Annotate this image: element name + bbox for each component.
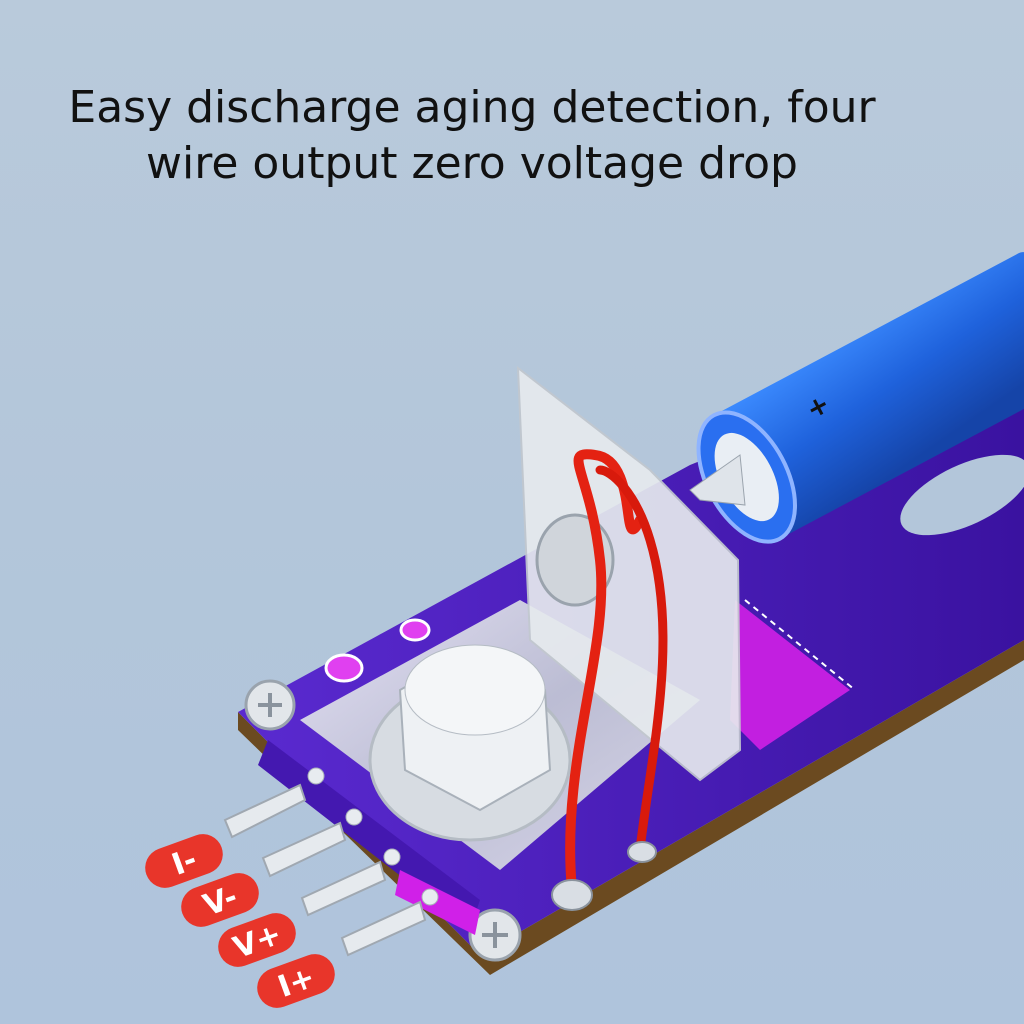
terminal-pins xyxy=(223,783,427,957)
red-wire xyxy=(595,465,668,855)
board-pad xyxy=(730,600,850,750)
metal-bracket xyxy=(516,365,742,782)
terminal-label-i-minus: I- xyxy=(145,834,223,888)
headline-line-2: wire output zero voltage drop xyxy=(146,138,798,189)
headline: Easy discharge aging detection, four wir… xyxy=(0,80,944,192)
red-wire xyxy=(565,449,645,895)
headline-line-1: Easy discharge aging detection, four xyxy=(68,82,876,133)
board-slot xyxy=(900,454,1024,536)
